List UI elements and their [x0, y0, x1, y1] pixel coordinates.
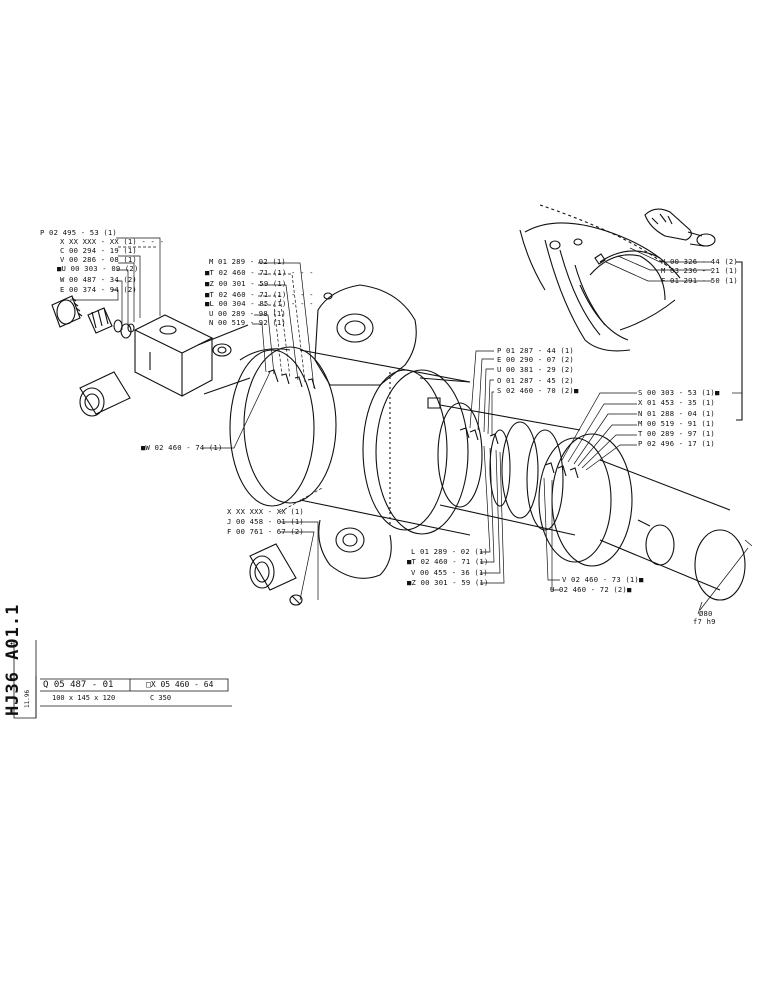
- callout-label: N 01 288 - 04 (1): [638, 409, 715, 418]
- callout-label: U 00 381 - 29 (2): [497, 365, 574, 374]
- sheet-code: HJ36 A01.1: [3, 603, 23, 716]
- callout-label: U 02 460 - 72 (2)■: [550, 585, 632, 594]
- callout-label: ■T 02 460 - 71 (1) - - -: [205, 290, 314, 299]
- stroke-text: C 350: [150, 694, 172, 702]
- callout-label: F 01 291 - 50 (1): [661, 276, 738, 285]
- callout-label: E 00 374 - 94 (2): [60, 285, 137, 294]
- rod-diameter: Ø80: [699, 609, 713, 618]
- callout-label: ■U 00 303 - 09 (2): [57, 264, 139, 273]
- callout-label: ■W 02 460 - 74 (1): [141, 443, 223, 452]
- title-block: [14, 640, 232, 718]
- callout-label: ■L 00 304 - 85 (1) - - -: [205, 299, 314, 308]
- callout-label: S 02 460 - 70 (2)■: [497, 386, 579, 395]
- callout-label: V 00 286 - 08 (1): [60, 255, 137, 264]
- callout-label: ■T 02 460 - 71 (1): [407, 557, 489, 566]
- cylinder-body: [230, 285, 745, 605]
- callout-label: H 00 326 - 44 (2): [661, 257, 738, 266]
- callout-label: V 02 460 - 73 (1)■: [562, 575, 644, 584]
- callout-label: V 00 455 - 36 (1): [411, 568, 488, 577]
- callout-label: ■Z 00 301 - 59 (1): [205, 279, 287, 288]
- dimensions-text: 100 x 145 x 120: [52, 694, 116, 702]
- callout-label: X XX XXX - XX (1) - - -: [60, 237, 165, 246]
- left-parts: [52, 296, 250, 416]
- callout-label: P 02 495 - 53 (1): [40, 228, 117, 237]
- callout-label: N 00 519 - 92 (1): [209, 318, 286, 327]
- callout-label: U 00 289 - 98 (1): [209, 309, 286, 318]
- rod-fit: f7 h9: [693, 617, 716, 626]
- alt-part-number: □X 05 460 - 64: [146, 680, 214, 689]
- callout-label: M 01 289 - 02 (1): [209, 257, 286, 266]
- callout-label: F 00 761 - 67 (2): [227, 527, 304, 536]
- callout-label: P 01 287 - 44 (1): [497, 346, 574, 355]
- sheet-code-small: 11.96: [24, 689, 31, 708]
- callout-label: S 00 303 - 53 (1)■: [638, 388, 720, 397]
- part-number: Q 05 487 - 01: [43, 680, 114, 690]
- callout-label: T 00 289 - 97 (1): [638, 429, 715, 438]
- callout-label: ■T 02 460 - 71 (1) - - -: [205, 268, 314, 277]
- callout-label: ■Z 00 301 - 59 (1): [407, 578, 489, 587]
- callout-label: P 02 496 - 17 (1): [638, 439, 715, 448]
- callout-label: L 01 289 - 02 (1): [411, 547, 488, 556]
- callout-label: M 00 519 - 91 (1): [638, 419, 715, 428]
- callout-label: J 00 458 - 01 (1): [227, 517, 304, 526]
- callout-label: X XX XXX - XX (1): [227, 507, 304, 516]
- callout-label: M 03 236 - 21 (1): [661, 266, 738, 275]
- callout-label: O 01 287 - 45 (2): [497, 376, 574, 385]
- callout-label: C 00 294 - 19 (1): [60, 246, 137, 255]
- leader-lines: [70, 238, 752, 614]
- callout-label: E 00 290 - 07 (2): [497, 355, 574, 364]
- callout-label: X 01 453 - 35 (1): [638, 398, 715, 407]
- callout-label: W 00 487 - 34 (2): [60, 275, 137, 284]
